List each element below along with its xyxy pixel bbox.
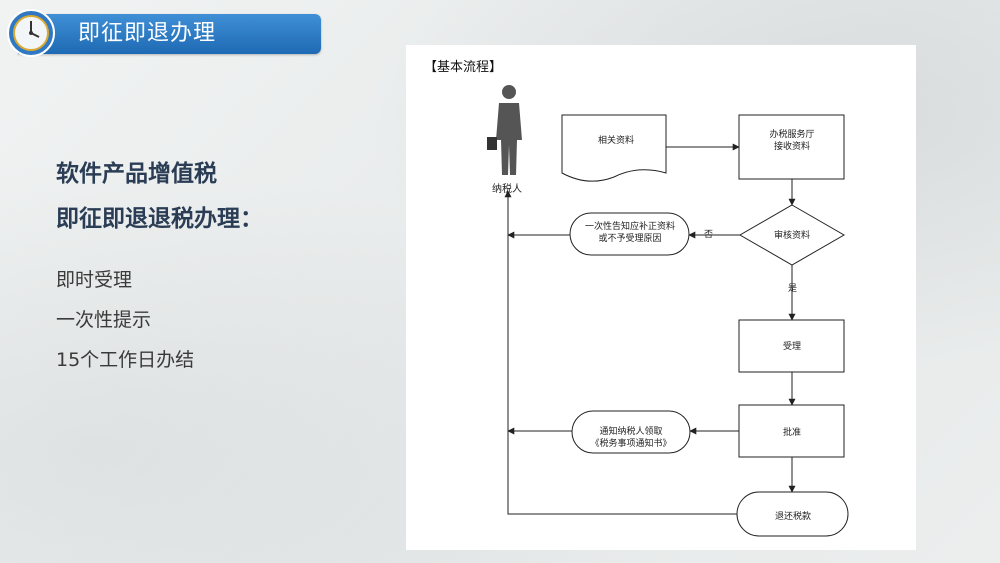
service-hall-line-1: 办税服务厅 [769,130,815,140]
flowchart-panel: 【基本流程】 纳税人 相关资料 办税服务厅 接收资料 审核资料 一次性告知应补正… [406,45,916,550]
heading-line-2: 即征即退退税办理： [56,206,263,232]
no-label: 否 [704,230,714,240]
service-hall-box [738,114,845,180]
diagram-title: 【基本流程】 [424,60,503,75]
title-bar: 即征即退办理 [18,14,321,54]
person-icon [487,85,522,175]
flowchart-svg [487,85,849,537]
service-hall-label: 办税服务厅 接收资料 [740,129,844,153]
heading-line-1: 软件产品增值税 [56,161,217,187]
service-hall-line-2: 接收资料 [773,142,810,152]
taxpayer-label: 纳税人 [492,184,522,195]
document-shape [561,114,667,182]
pickup-notice-label: 通知纳税人领取 《税务事项通知书》 [576,426,686,450]
list-item: 即时受理 [56,269,133,291]
supplement-notice-box [569,212,690,256]
pickup-notice-box [571,410,691,454]
pickup-notice-line-2: 《税务事项通知书》 [590,439,672,449]
supplement-notice-line-2: 或不予受理原因 [598,234,662,244]
approve-label: 批准 [782,428,801,438]
approve-box [738,404,845,458]
pickup-notice-line-1: 通知纳税人领取 [599,427,663,437]
refund-label: 退还税款 [774,512,811,522]
clock-icon [7,9,55,57]
yes-label: 是 [788,284,798,294]
accept-label: 受理 [782,342,801,352]
list-item: 一次性提示 [56,309,152,331]
supplement-notice-line-1: 一次性告知应补正资料 [584,222,675,232]
document-label: 相关资料 [597,136,634,146]
list-item: 15个工作日办结 [56,349,195,371]
supplement-notice-label: 一次性告知应补正资料 或不予受理原因 [572,221,688,245]
slide-title: 即征即退办理 [78,21,217,46]
review-label: 审核资料 [773,231,810,241]
